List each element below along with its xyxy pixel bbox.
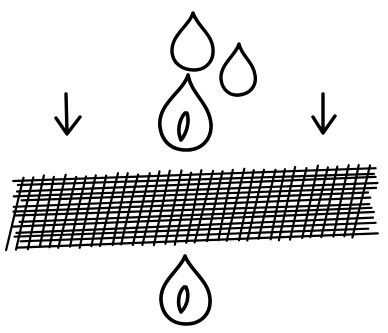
drop-with-particle-below — [161, 256, 210, 324]
mesh-warp-thread — [58, 177, 76, 248]
mesh-warp-thread — [6, 178, 23, 250]
down-arrow-left — [56, 94, 80, 134]
particle-core-above — [179, 113, 188, 140]
particle-core-below — [179, 287, 188, 312]
falling-drop-top — [172, 13, 213, 70]
falling-drop-right — [221, 44, 255, 95]
mesh-warp-thread — [70, 177, 86, 247]
filter-mesh-fabric — [6, 165, 378, 250]
drop-with-particle-above — [160, 75, 211, 150]
mesh-warp-thread — [310, 167, 328, 237]
down-arrow-right — [313, 94, 335, 133]
mesh-warp-thread — [195, 171, 213, 242]
mesh-warp-thread — [352, 165, 370, 237]
